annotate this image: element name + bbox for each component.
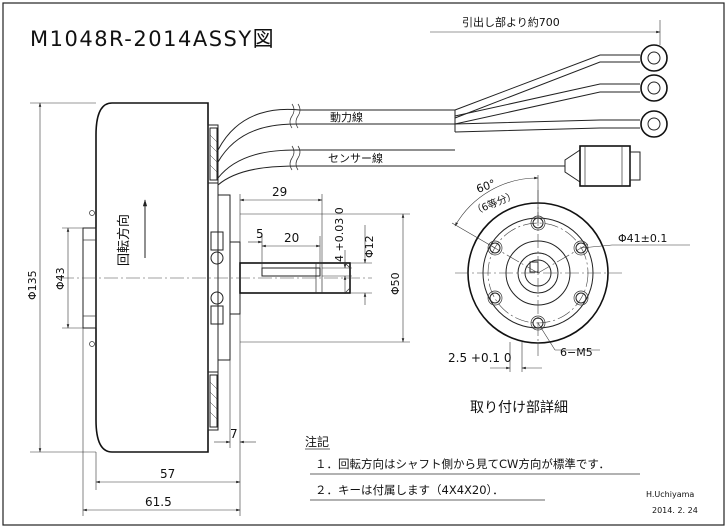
dim-phi43: Φ43: [54, 267, 67, 290]
tap-hole-4: [530, 315, 546, 331]
drawing-border: [2, 2, 725, 526]
depth-label: 2.5 +0.1 0: [448, 351, 512, 365]
dim-57: 57: [160, 467, 175, 481]
lead-out-label: 引出し部より約700: [462, 15, 560, 29]
pcd-label: Φ41±0.1: [618, 232, 667, 245]
rotation-label: 回転方向: [116, 214, 132, 266]
notes-heading: 注記: [305, 434, 329, 449]
dim-phi12: Φ12: [363, 235, 376, 258]
dim-phi50: Φ50: [389, 272, 402, 295]
dim-key-tolerance: 4 +0.03 0: [333, 207, 346, 262]
cable-assembly: [217, 44, 668, 187]
tap-hole-6: [487, 240, 503, 256]
dim-5: 5: [256, 227, 264, 241]
motor-body: [82, 102, 241, 453]
ring-terminal-1: [640, 44, 668, 72]
drawing-date: 2014. 2. 24: [652, 506, 698, 515]
note-1: １．回転方向はシャフト側から見てCW方向が標準です．: [315, 457, 610, 471]
dim-phi135: Φ135: [26, 270, 39, 300]
dim-29: 29: [272, 185, 287, 199]
note-2: ２．キーは付属します（4X4X20）．: [315, 483, 504, 497]
sensor-connector: [564, 145, 641, 187]
mounting-detail: [451, 175, 690, 372]
dim-61-5: 61.5: [145, 495, 172, 509]
sensor-line-label: センサー線: [328, 151, 383, 165]
tap-label: 6−M5: [560, 346, 593, 359]
author: H.Uchiyama: [646, 490, 694, 499]
dim-20: 20: [284, 231, 299, 245]
angle-label: 60°: [475, 177, 498, 196]
dim-7: 7: [230, 427, 238, 441]
tap-hole-5: [487, 290, 503, 306]
tap-hole-2: [573, 240, 589, 256]
ring-terminal-2: [640, 74, 668, 102]
drawing-title: M1048R-2014ASSY図: [30, 27, 275, 51]
tap-hole-3: [573, 290, 589, 306]
ring-terminal-3: [640, 110, 668, 138]
power-line-label: 動力線: [330, 110, 363, 124]
detail-caption: 取り付け部詳細: [470, 400, 568, 416]
